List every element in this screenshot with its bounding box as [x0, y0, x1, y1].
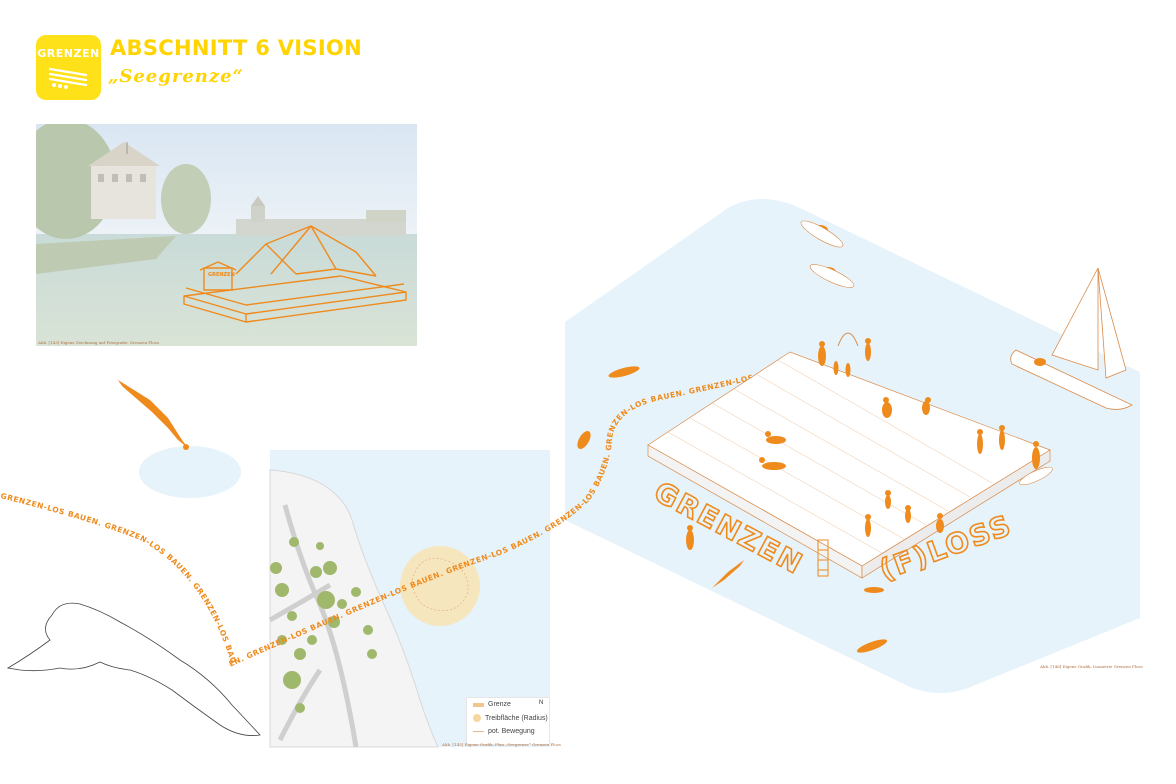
legend-item: Grenze	[473, 701, 511, 708]
drift-radius	[400, 546, 480, 626]
map-trees	[270, 537, 377, 713]
iso-caption: Abb. [146] Eigene Grafik, Isometrie Gren…	[1040, 664, 1143, 669]
legend-label: pot. Bewegung	[488, 728, 535, 735]
legend-swatch	[473, 702, 484, 707]
people-figures	[118, 225, 1046, 653]
iso-raft	[647, 332, 1051, 579]
north-arrow-icon: N	[539, 700, 544, 706]
legend-label: Treibfläche (Radius)	[485, 714, 548, 722]
page-title: ABSCHNITT 6 VISION	[110, 36, 362, 60]
map-caption: Abb. [145] Eigene Grafik, Plan „Seegrenz…	[442, 742, 561, 747]
map-legend: Grenze Treibfläche (Radius) pot. Bewegun…	[466, 697, 550, 745]
photo-sketch: GRENZEN	[36, 124, 417, 346]
lake-outline	[6, 602, 261, 736]
legend-swatch	[473, 714, 481, 722]
raft-logo-icon	[48, 67, 88, 89]
logo-text: GRENZEN	[37, 47, 100, 60]
page-subtitle: „Seegrenze“	[108, 66, 244, 87]
legend-item: pot. Bewegung	[473, 728, 535, 735]
legend-label: Grenze	[488, 701, 511, 708]
raft-sign-text: GRENZEN	[208, 272, 235, 278]
photo-caption: Abb. [143] Eigene Zeichnung auf Fotograf…	[38, 340, 159, 345]
legend-swatch	[473, 731, 484, 732]
dive-pool	[139, 446, 241, 498]
legend-item: Treibfläche (Radius)	[473, 714, 548, 722]
lake-photo-illustration: GRENZEN	[36, 124, 417, 346]
grenzen-logo: GRENZEN	[36, 35, 101, 100]
